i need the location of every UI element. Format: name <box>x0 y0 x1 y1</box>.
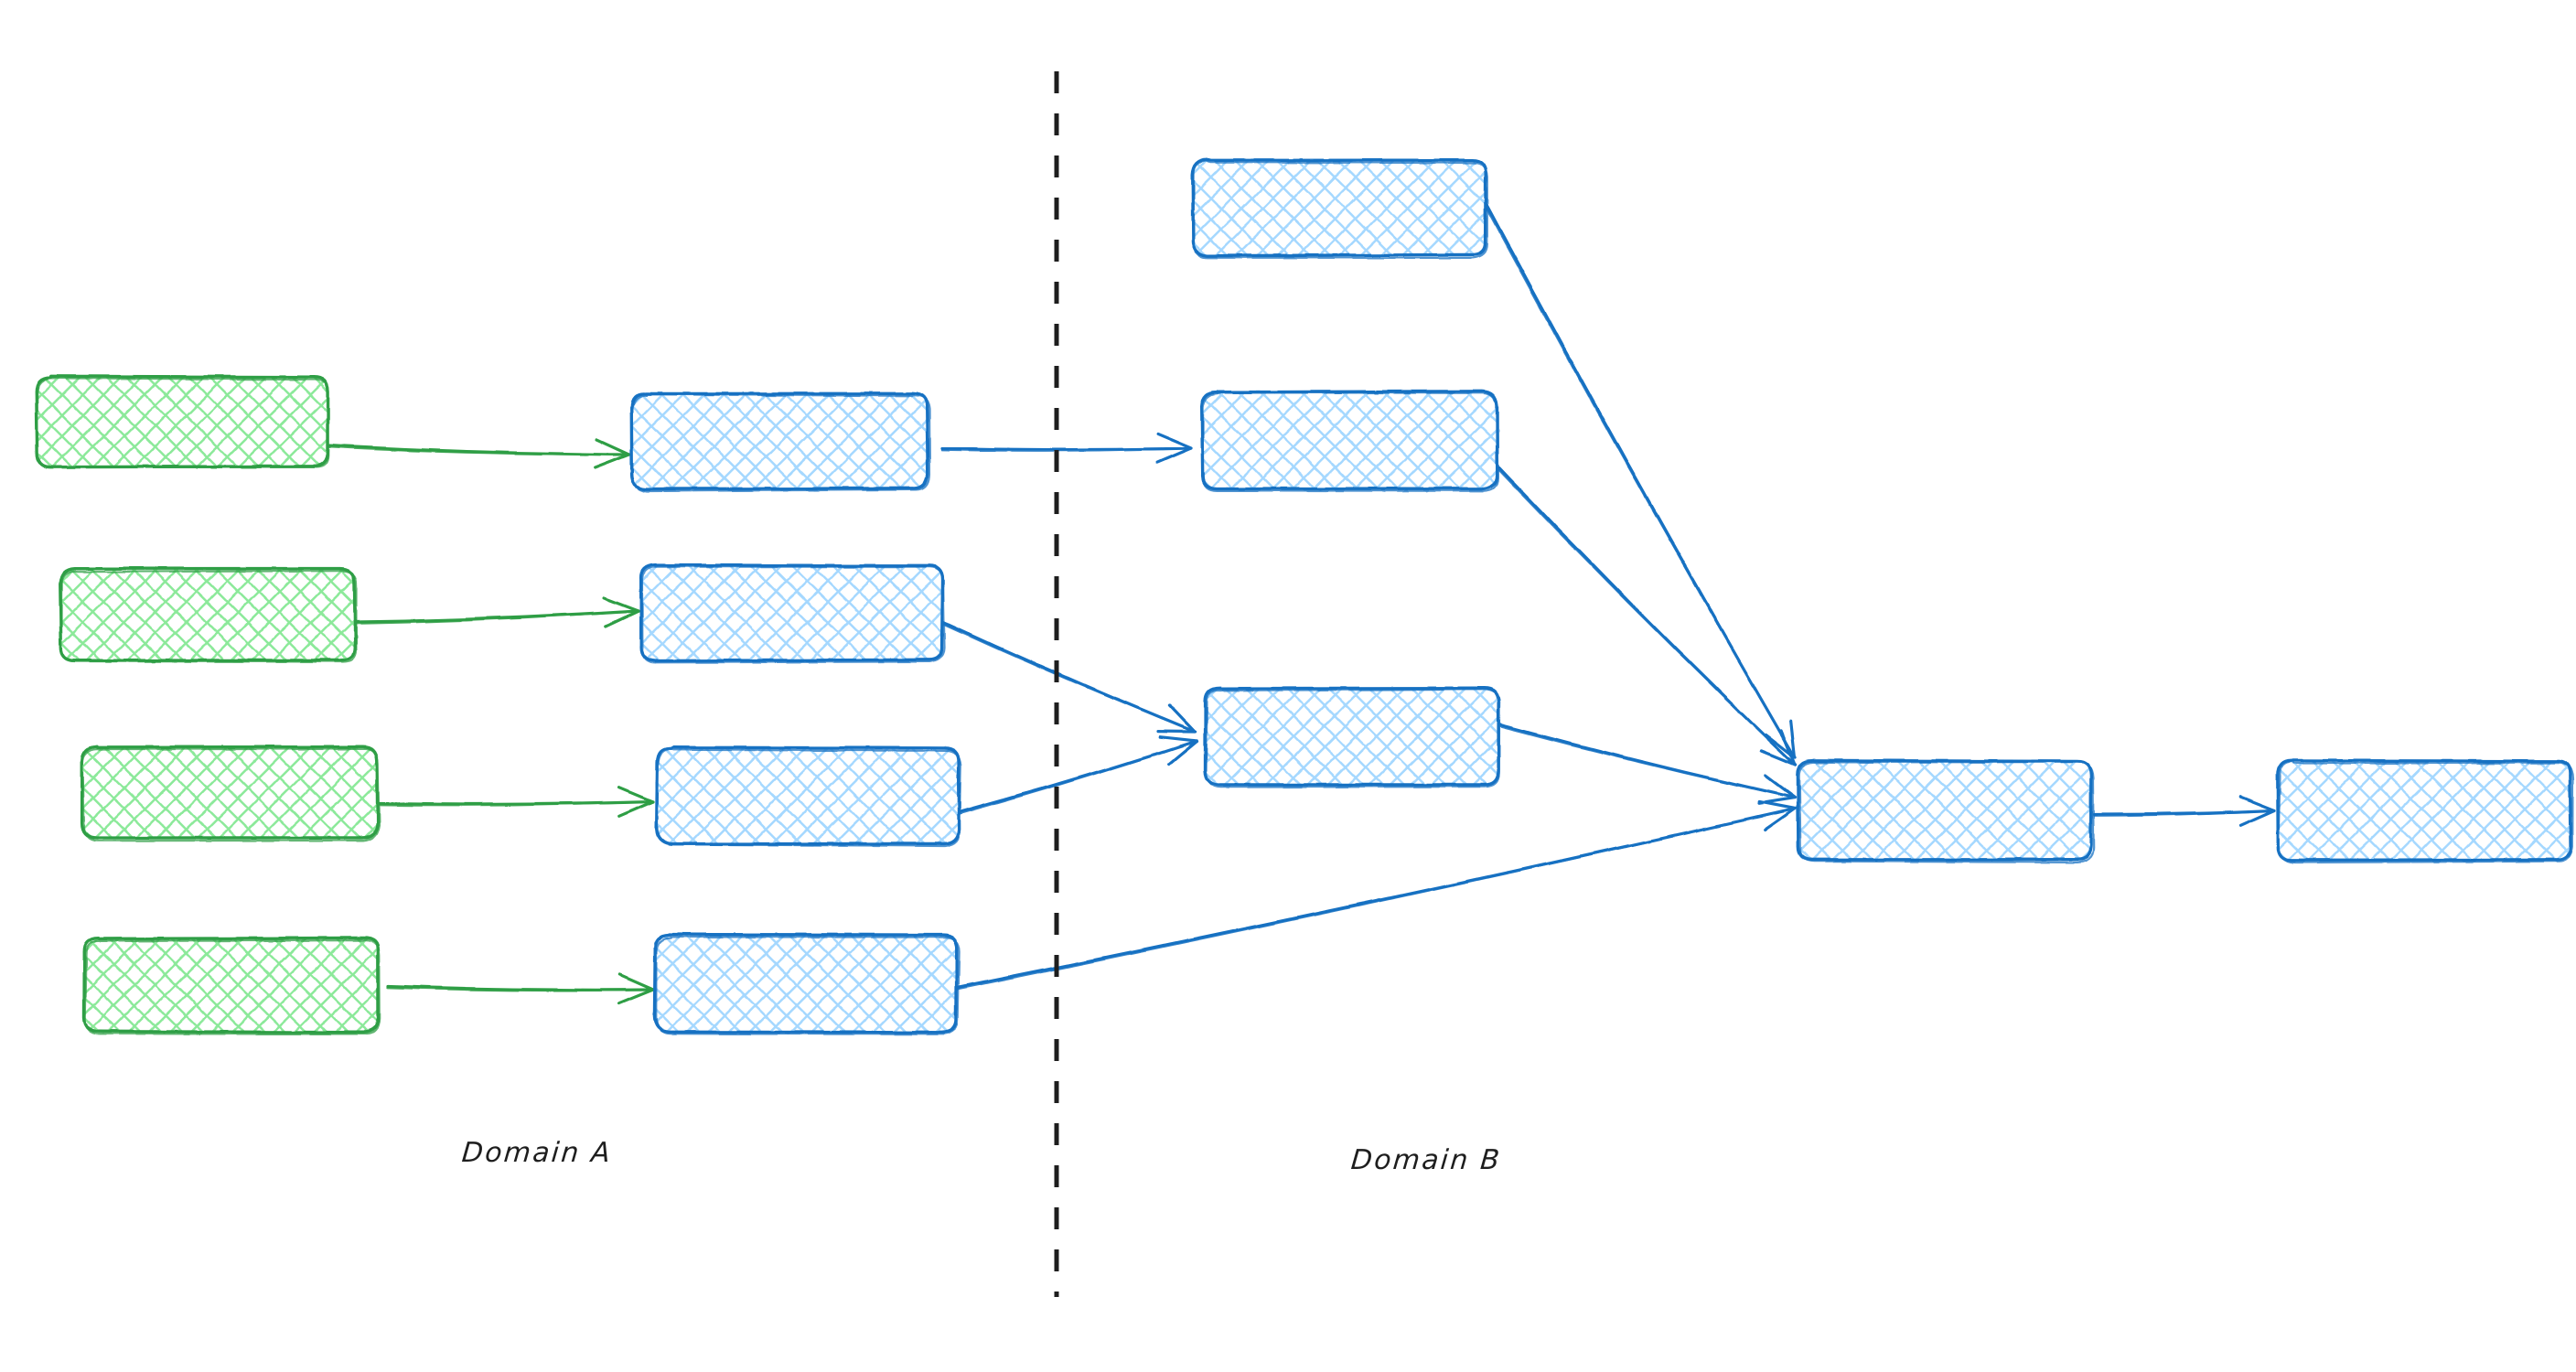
diagram-node[interactable] <box>631 393 930 491</box>
diagram-node[interactable] <box>1202 391 1498 491</box>
diagram-edge[interactable] <box>1484 203 1795 757</box>
domain-a-label: Domain A <box>460 1137 613 1169</box>
diagram-node[interactable] <box>84 938 381 1034</box>
diagram-edge[interactable] <box>1498 724 1795 803</box>
diagram-node[interactable] <box>60 569 357 662</box>
diagram-node[interactable] <box>2278 760 2573 863</box>
diagram-edge[interactable] <box>942 434 1191 462</box>
diagram-node[interactable] <box>654 935 959 1034</box>
diagram-edge[interactable] <box>357 598 639 627</box>
node-layer <box>37 160 2573 1034</box>
diagram-edge[interactable] <box>2095 797 2274 825</box>
diagram-node[interactable] <box>37 376 329 467</box>
diagram-node[interactable] <box>657 747 961 846</box>
diagram-edge[interactable] <box>959 737 1197 814</box>
diagram-node[interactable] <box>1192 160 1487 258</box>
diagram-edge[interactable] <box>957 801 1795 989</box>
diagram-edge[interactable] <box>1496 465 1795 765</box>
diagram-edge[interactable] <box>941 622 1195 732</box>
edge-layer <box>327 203 2274 1003</box>
diagram-node[interactable] <box>639 565 944 663</box>
diagram-node[interactable] <box>82 746 380 841</box>
diagram-edge[interactable] <box>388 975 653 1003</box>
diagram-node[interactable] <box>1798 760 2093 863</box>
diagram-edge[interactable] <box>327 439 629 467</box>
domain-b-label: Domain B <box>1349 1144 1502 1176</box>
diagram-edge[interactable] <box>379 788 653 816</box>
diagram-node[interactable] <box>1206 688 1500 788</box>
